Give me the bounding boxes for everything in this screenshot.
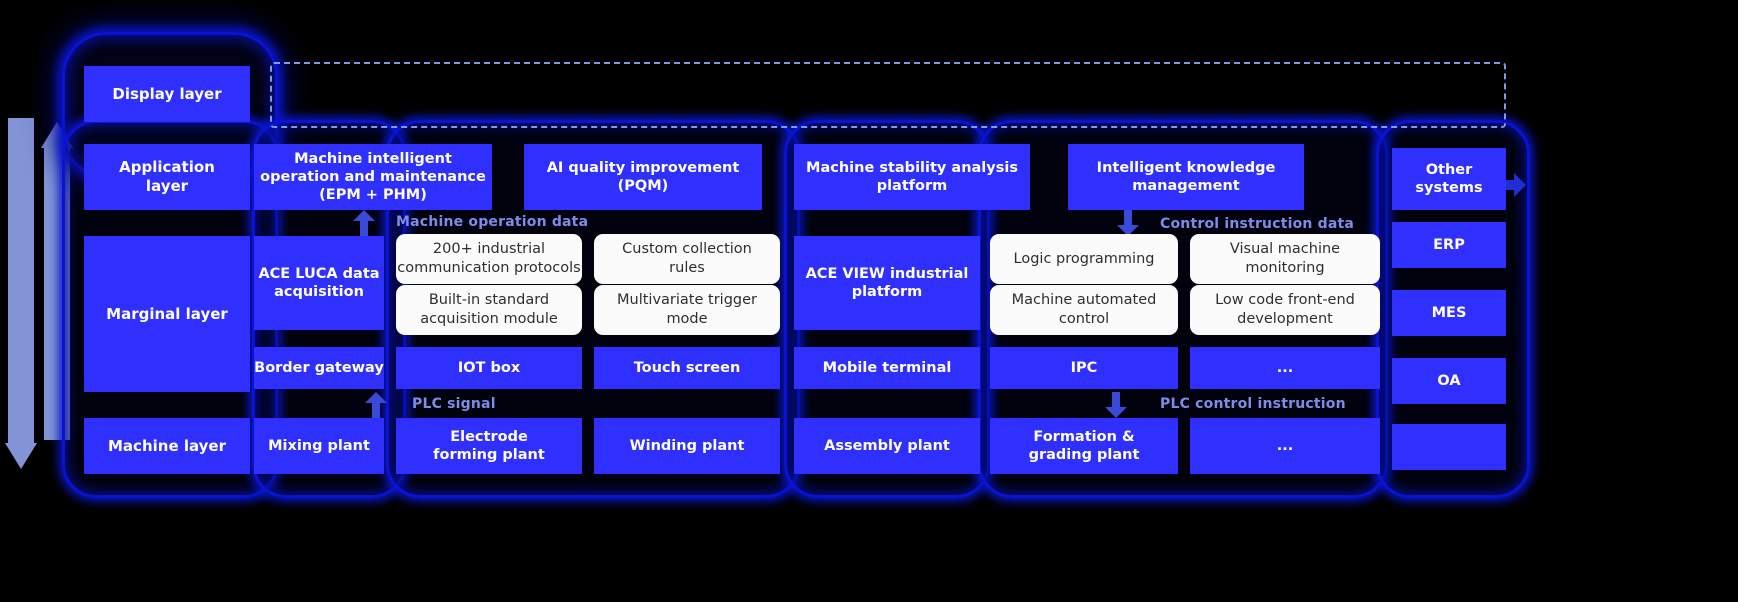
left-card-1-l2: rules bbox=[669, 260, 705, 276]
marginal-card-low-code-frontend-development[interactable]: Low code front-end development bbox=[1190, 285, 1380, 335]
device-mobile-terminal[interactable]: Mobile terminal bbox=[794, 347, 980, 389]
right-card-1-l2: monitoring bbox=[1245, 260, 1325, 276]
machine-item-mixing-plant[interactable]: Mixing plant bbox=[254, 418, 384, 474]
right-card-0-l1: Logic programming bbox=[1013, 250, 1155, 267]
left-card-2-l1: Built-in standard bbox=[428, 292, 550, 309]
layer-label-display: Display layer bbox=[84, 66, 250, 122]
right-col-0-l1: Other bbox=[1425, 161, 1473, 178]
right-card-2-l2: control bbox=[1058, 311, 1110, 327]
left-card-0-l1: 200+ industrial bbox=[432, 241, 546, 258]
left-card-1-l1: Custom collection bbox=[622, 241, 752, 258]
device-more[interactable]: ... bbox=[1190, 347, 1380, 389]
device-iot-box[interactable]: IOT box bbox=[396, 347, 582, 389]
band-label-plc-control-instruction: PLC control instruction bbox=[1160, 396, 1346, 412]
machine-item-2-l1: Winding plant bbox=[629, 437, 745, 454]
left-card-3-l2: mode bbox=[666, 311, 708, 327]
machine-item-formation-grading-plant[interactable]: Formation & grading plant bbox=[990, 418, 1178, 474]
marginal-card-multivariate-trigger-mode[interactable]: Multivariate trigger mode bbox=[594, 285, 780, 335]
app-item-machine-intelligent-om[interactable]: Machine intelligent operation and mainte… bbox=[254, 144, 492, 210]
band-down-arrow-plc-control bbox=[1105, 392, 1127, 418]
right-column-bottom-filler bbox=[1392, 424, 1506, 470]
right-column-erp[interactable]: ERP bbox=[1392, 222, 1506, 268]
band-label-machine-operation-data: Machine operation data bbox=[396, 214, 589, 230]
left-card-0-l2: communication protocols bbox=[397, 260, 581, 276]
machine-item-3-l1: Assembly plant bbox=[824, 437, 950, 454]
app-item-3-l2: management bbox=[1132, 178, 1240, 194]
app-item-3-l1: Intelligent knowledge bbox=[1096, 159, 1276, 176]
clipped-side-label: tion bbox=[44, 86, 79, 104]
band-label-plc-signal: PLC signal bbox=[412, 396, 496, 412]
machine-item-electrode-forming-plant[interactable]: Electrode forming plant bbox=[396, 418, 582, 474]
app-item-2-l1: Machine stability analysis bbox=[806, 159, 1018, 176]
right-col-0-l2: systems bbox=[1415, 180, 1483, 196]
ace-view-l1: ACE VIEW industrial bbox=[805, 265, 969, 282]
app-item-0-l3: (EPM + PHM) bbox=[319, 187, 427, 204]
marginal-card-visual-machine-monitoring[interactable]: Visual machine monitoring bbox=[1190, 234, 1380, 284]
marginal-platform-ace-luca[interactable]: ACE LUCA data acquisition bbox=[254, 236, 384, 330]
machine-item-1-l2: forming plant bbox=[433, 447, 545, 463]
layer-label-machine: Machine layer bbox=[84, 418, 250, 474]
band-up-arrow-machine-operation bbox=[353, 210, 375, 236]
ace-luca-l2: acquisition bbox=[274, 284, 364, 300]
app-item-0-l2: operation and maintenance bbox=[260, 168, 486, 185]
left-card-2-l2: acquisition module bbox=[420, 311, 558, 327]
left-card-3-l1: Multivariate trigger bbox=[617, 292, 757, 309]
app-item-machine-stability-analysis[interactable]: Machine stability analysis platform bbox=[794, 144, 1030, 210]
right-column-other-systems[interactable]: Other systems bbox=[1392, 148, 1506, 210]
device-border-gateway[interactable]: Border gateway bbox=[254, 347, 384, 389]
ace-luca-l1: ACE LUCA data bbox=[258, 265, 380, 282]
device-ipc[interactable]: IPC bbox=[990, 347, 1178, 389]
right-card-3-l2: development bbox=[1237, 311, 1333, 327]
layer-label-application: Application layer bbox=[84, 144, 250, 210]
marginal-card-custom-collection-rules[interactable]: Custom collection rules bbox=[594, 234, 780, 284]
layer-label-marginal: Marginal layer bbox=[84, 236, 250, 392]
ace-view-l2: platform bbox=[851, 284, 923, 300]
machine-item-winding-plant[interactable]: Winding plant bbox=[594, 418, 780, 474]
marginal-card-builtin-standard-module[interactable]: Built-in standard acquisition module bbox=[396, 285, 582, 335]
band-label-control-instruction-data: Control instruction data bbox=[1160, 216, 1355, 232]
right-card-3-l1: Low code front-end bbox=[1215, 292, 1355, 309]
app-item-1-l2: (PQM) bbox=[617, 178, 669, 194]
machine-item-1-l1: Electrode bbox=[450, 428, 528, 445]
marginal-card-logic-programming[interactable]: Logic programming bbox=[990, 234, 1178, 284]
right-column-mes[interactable]: MES bbox=[1392, 290, 1506, 336]
app-item-0-l1: Machine intelligent bbox=[294, 150, 452, 167]
app-item-intelligent-knowledge-management[interactable]: Intelligent knowledge management bbox=[1068, 144, 1304, 210]
application-label-l1: Application bbox=[119, 158, 215, 177]
machine-item-4-l1: Formation & bbox=[1033, 428, 1135, 445]
machine-item-more[interactable]: ... bbox=[1190, 418, 1380, 474]
machine-item-assembly-plant[interactable]: Assembly plant bbox=[794, 418, 980, 474]
right-card-2-l1: Machine automated bbox=[1011, 292, 1157, 309]
machine-item-4-l2: grading plant bbox=[1028, 447, 1140, 463]
app-item-1-l1: AI quality improvement bbox=[546, 159, 740, 176]
right-card-1-l1: Visual machine bbox=[1229, 241, 1341, 258]
band-up-arrow-plc-signal bbox=[365, 392, 387, 418]
app-item-ai-quality-improvement[interactable]: AI quality improvement (PQM) bbox=[524, 144, 762, 210]
dashed-display-region bbox=[270, 62, 1506, 128]
machine-item-0-l1: Mixing plant bbox=[268, 437, 370, 454]
marginal-card-industrial-protocols[interactable]: 200+ industrial communication protocols bbox=[396, 234, 582, 284]
marginal-card-machine-automated-control[interactable]: Machine automated control bbox=[990, 285, 1178, 335]
application-label-l2: layer bbox=[145, 177, 189, 195]
band-down-arrow-control-instruction bbox=[1117, 210, 1139, 236]
device-touch-screen[interactable]: Touch screen bbox=[594, 347, 780, 389]
right-column-oa[interactable]: OA bbox=[1392, 358, 1506, 404]
marginal-platform-ace-view[interactable]: ACE VIEW industrial platform bbox=[794, 236, 980, 330]
machine-item-5-l1: ... bbox=[1276, 437, 1294, 454]
app-item-2-l2: platform bbox=[876, 178, 948, 194]
